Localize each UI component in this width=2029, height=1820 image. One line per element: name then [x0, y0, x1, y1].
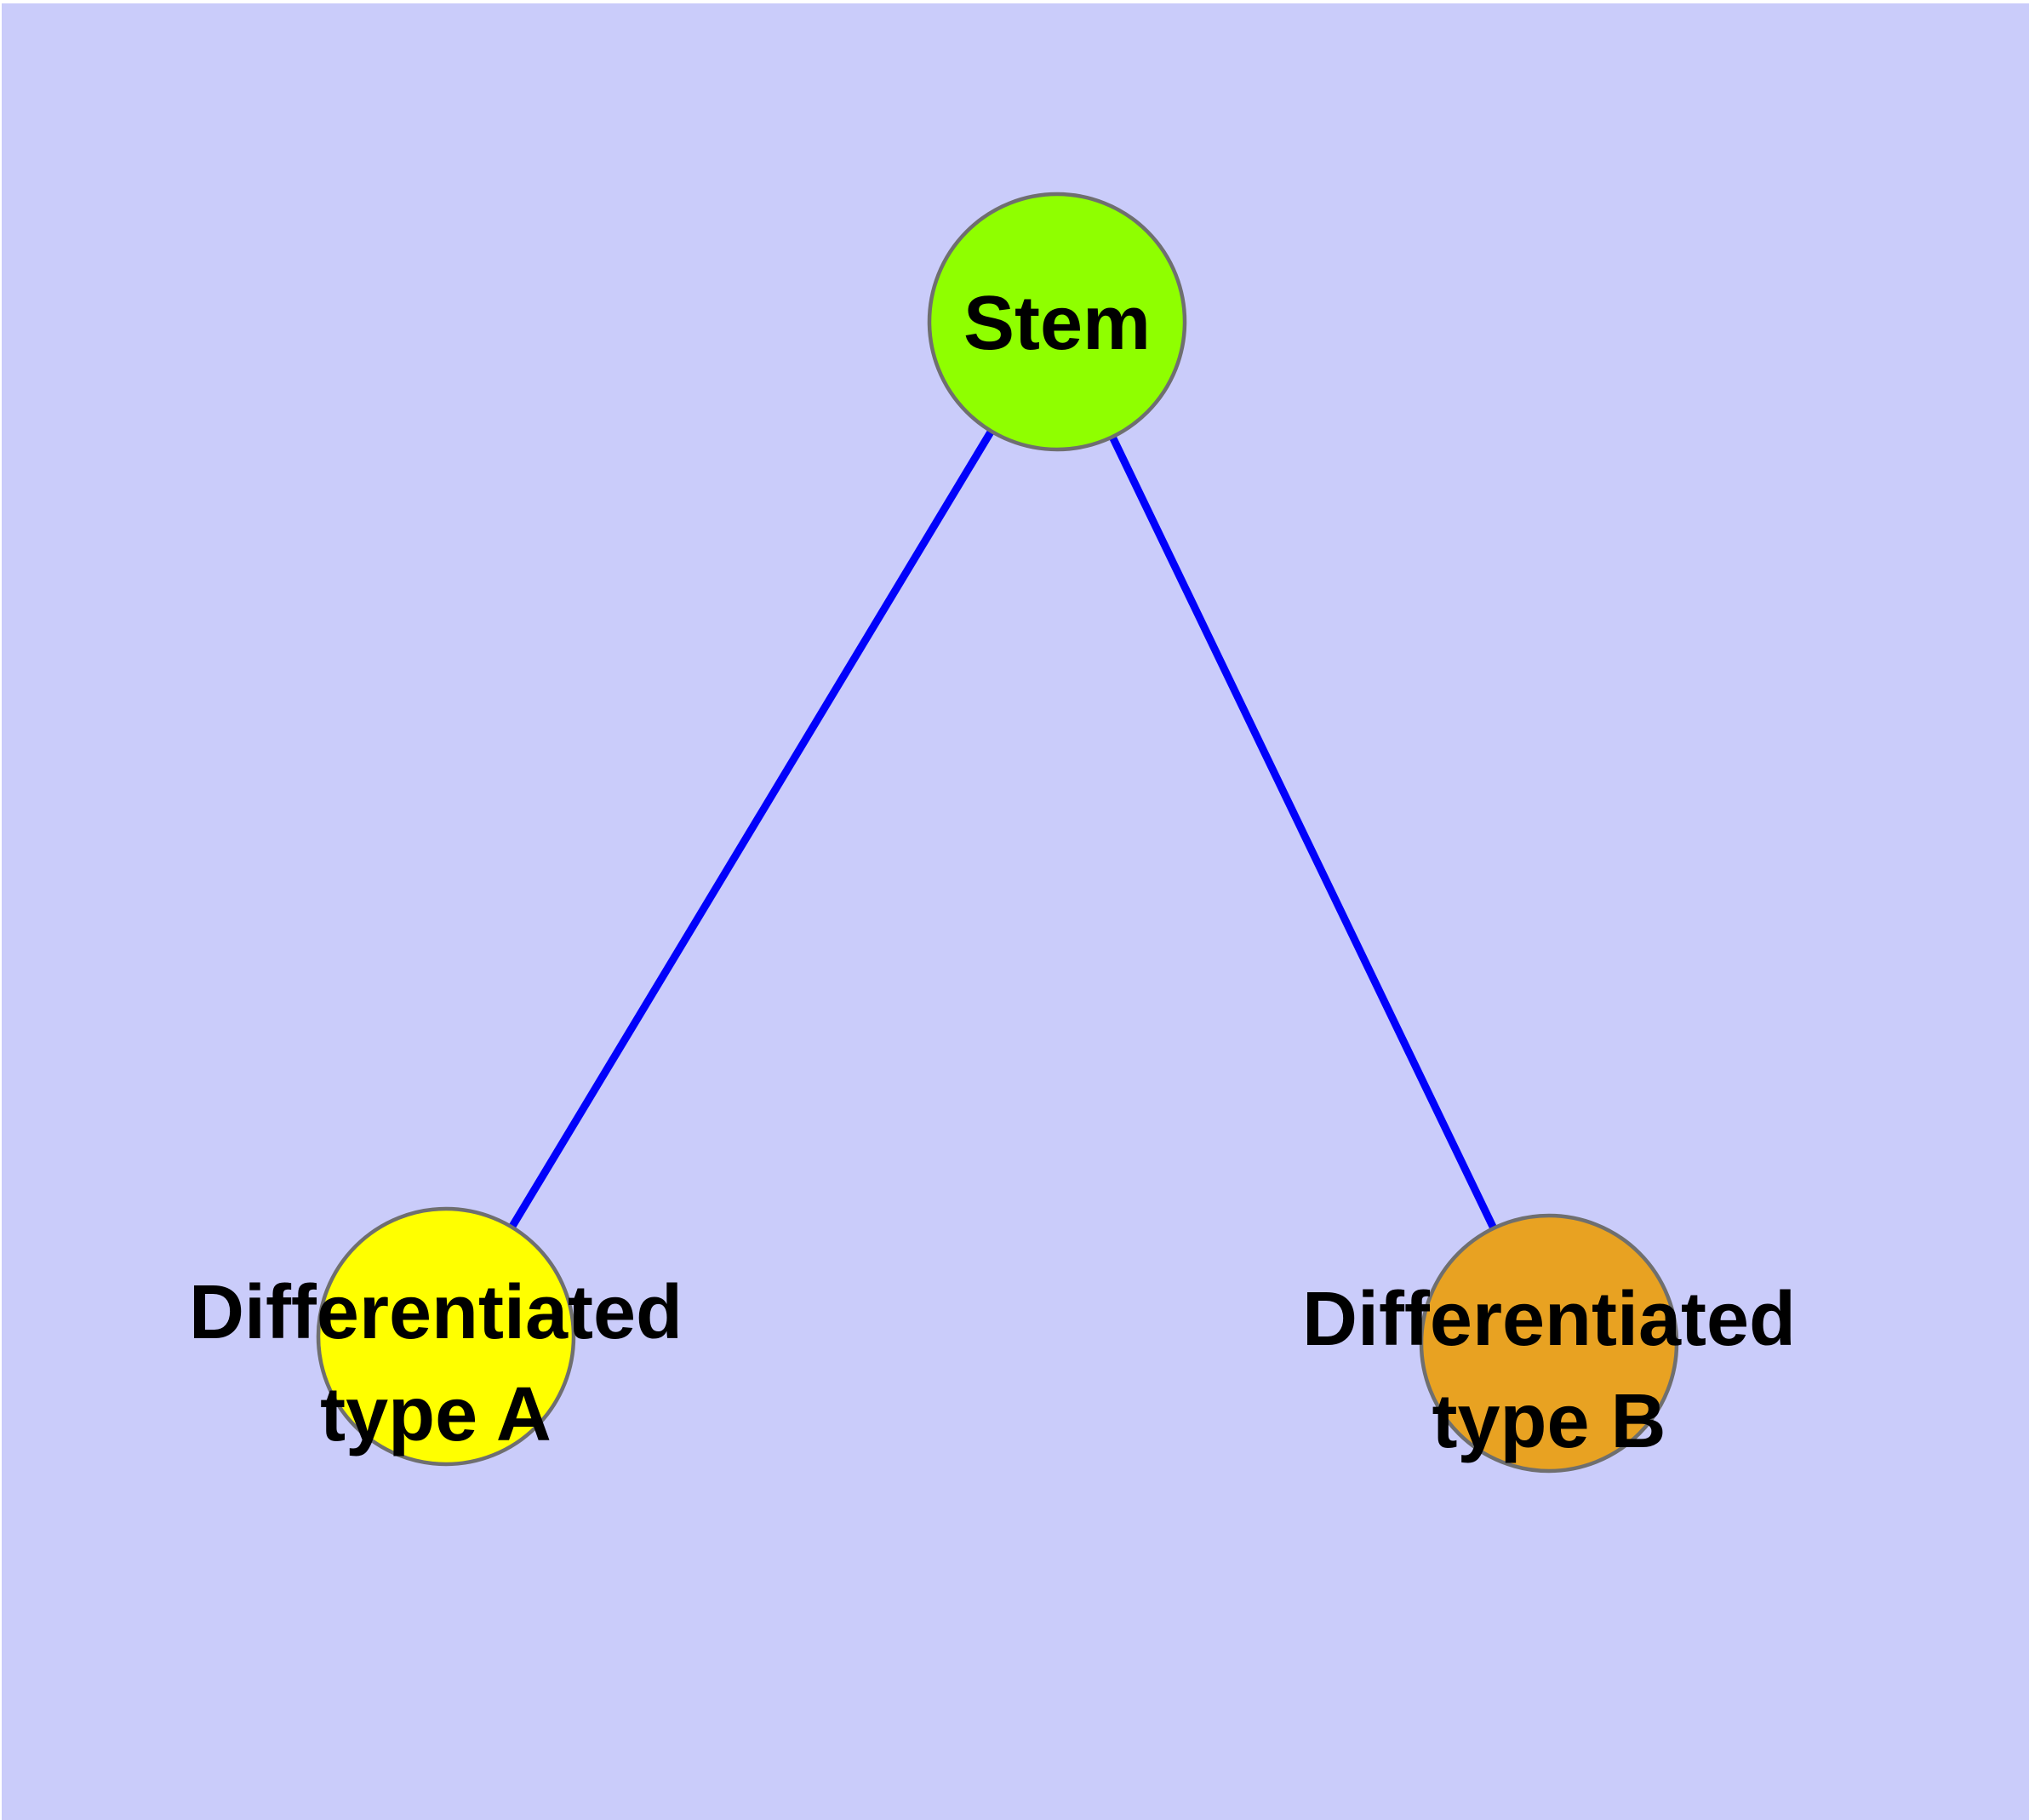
node-differentiated-type-b-label-line2: type B: [1432, 1379, 1666, 1464]
node-differentiated-type-a-circle: [316, 1206, 576, 1467]
edge-stem-to-type-a: [443, 319, 1060, 1339]
node-stem-circle: [927, 192, 1187, 452]
node-differentiated-type-a-label-line1: Differentiated: [189, 1270, 683, 1355]
node-differentiated-type-b-label-line1: Differentiated: [1302, 1277, 1796, 1362]
node-differentiated-type-a: Differentiated type A: [189, 1206, 683, 1467]
node-differentiated-type-b-circle: [1419, 1213, 1679, 1474]
cell-differentiation-graph: Stem Differentiated type A Differentiate…: [2, 3, 2029, 1820]
node-stem-label: Stem: [963, 281, 1151, 366]
diagram-canvas: Stem Differentiated type A Differentiate…: [2, 3, 2029, 1820]
node-differentiated-type-b: Differentiated type B: [1302, 1213, 1796, 1474]
node-stem: Stem: [927, 192, 1187, 452]
edge-stem-to-type-b: [1053, 320, 1553, 1345]
node-differentiated-type-a-label-line2: type A: [320, 1372, 552, 1457]
